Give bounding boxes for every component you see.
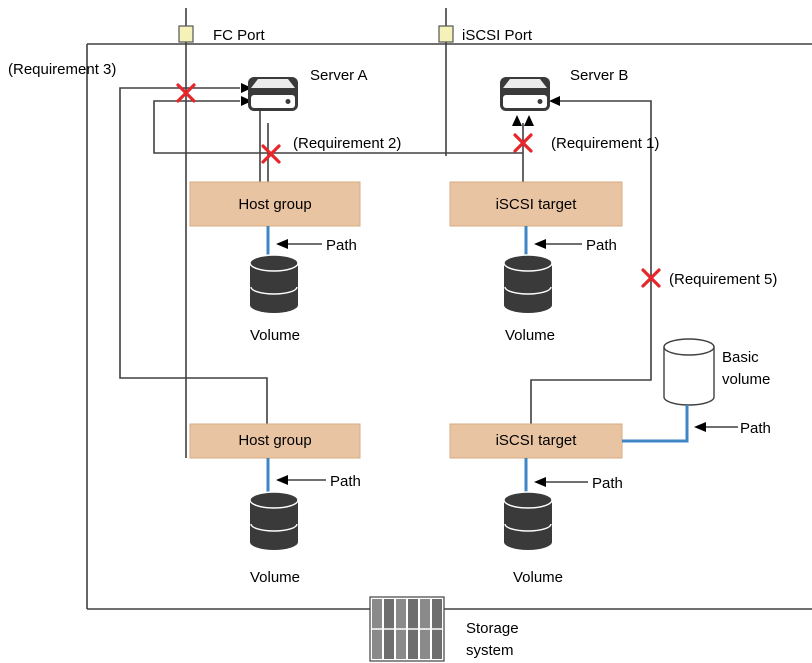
iscsi-target-bottom-label: iSCSI target bbox=[496, 432, 578, 449]
fc-port-label: FC Port bbox=[213, 27, 266, 44]
arrowhead-serverb-up-left bbox=[512, 115, 522, 126]
deny-mark-requirement-2 bbox=[261, 144, 281, 164]
volume-4-icon bbox=[503, 491, 553, 551]
path-arrowhead-4 bbox=[534, 477, 546, 487]
host-group-top-box bbox=[189, 181, 361, 227]
path-label-5: Path bbox=[740, 420, 771, 437]
volume-4-label: Volume bbox=[513, 569, 563, 586]
deny-mark-requirement-1 bbox=[513, 133, 533, 153]
arrowhead-servera-upper bbox=[241, 96, 252, 106]
path-arrowhead-3 bbox=[276, 475, 288, 485]
iscsi-target-top-box bbox=[449, 181, 623, 227]
volume-1-icon bbox=[249, 254, 299, 314]
host-group-bottom-label: Host group bbox=[238, 432, 311, 449]
volume-3-label: Volume bbox=[250, 569, 300, 586]
storage-system-label-line2: system bbox=[466, 642, 514, 659]
requirement-1-label: (Requirement 1) bbox=[551, 135, 659, 152]
volume-2-label: Volume bbox=[505, 327, 555, 344]
volume-2-icon bbox=[503, 254, 553, 314]
server-a-label: Server A bbox=[310, 67, 368, 84]
path-label-1: Path bbox=[326, 237, 357, 254]
basic-volume-label-line1: Basic bbox=[722, 349, 759, 366]
deny-mark-requirement-5 bbox=[641, 268, 661, 288]
iscsi-target-bottom-box bbox=[449, 423, 623, 459]
bottom-hostgroup-to-servera-line bbox=[119, 87, 268, 424]
arrowhead-serverb-right bbox=[549, 96, 560, 106]
path-label-3: Path bbox=[330, 473, 361, 490]
server-a-icon bbox=[248, 77, 298, 111]
fc-port bbox=[178, 8, 194, 43]
arrowhead-serverb-up-right bbox=[524, 115, 534, 126]
requirement-3-label: (Requirement 3) bbox=[8, 61, 116, 78]
iscsi-port bbox=[438, 8, 454, 43]
path-arrowhead-2 bbox=[534, 239, 546, 249]
server-b-icon bbox=[500, 77, 550, 111]
storage-system-icon bbox=[369, 596, 445, 662]
serverb-to-servera-line bbox=[153, 100, 523, 154]
path-label-4: Path bbox=[592, 475, 623, 492]
volume-1-label: Volume bbox=[250, 327, 300, 344]
storage-system-label-line1: Storage bbox=[466, 620, 519, 637]
iscsi-port-label: iSCSI Port bbox=[462, 27, 533, 44]
requirement-2-label: (Requirement 2) bbox=[293, 135, 401, 152]
basic-volume-path-line bbox=[622, 405, 689, 443]
path-label-2: Path bbox=[586, 237, 617, 254]
server-b-label: Server B bbox=[570, 67, 628, 84]
volume-3-icon bbox=[249, 491, 299, 551]
basic-volume-icon bbox=[663, 338, 715, 406]
deny-mark-requirement-3 bbox=[176, 83, 196, 103]
basic-volume-label-line2: volume bbox=[722, 371, 770, 388]
path-arrowhead-5 bbox=[694, 422, 706, 432]
path-arrowhead-1 bbox=[276, 239, 288, 249]
requirement-5-label: (Requirement 5) bbox=[669, 271, 777, 288]
arrowhead-servera-lower bbox=[241, 83, 252, 93]
bottom-iscsi-to-serverb-line bbox=[530, 100, 652, 424]
host-group-bottom-box bbox=[189, 423, 361, 459]
host-group-top-label: Host group bbox=[238, 196, 311, 213]
iscsi-target-top-label: iSCSI target bbox=[496, 196, 578, 213]
